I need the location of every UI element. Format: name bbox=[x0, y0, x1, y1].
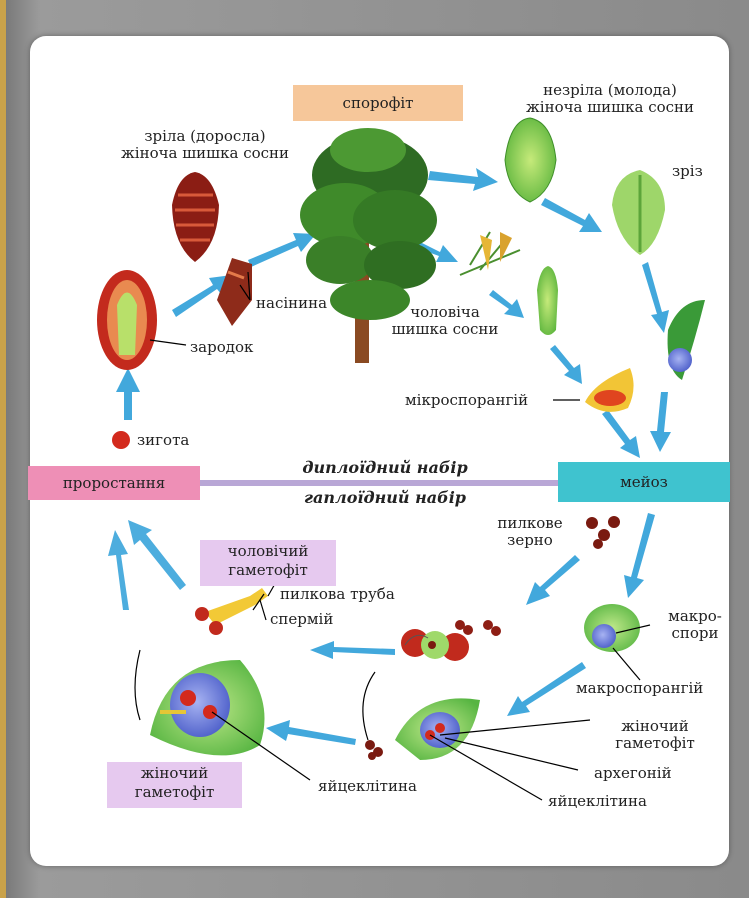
egg-label-center: яйцеклітина bbox=[318, 778, 417, 795]
egg-label-right: яйцеклітина bbox=[548, 793, 647, 810]
arrow bbox=[550, 345, 582, 384]
embryo-label: зародок bbox=[190, 339, 253, 356]
pollen-grains-small-illustration bbox=[455, 620, 501, 636]
pollen-label-2: зерно bbox=[485, 532, 575, 549]
arrow bbox=[310, 641, 395, 659]
pollen-label: пилкове зерно bbox=[485, 515, 575, 549]
immature-cone-illustration bbox=[505, 118, 556, 202]
mature-cone-label-1: зріла (доросла) bbox=[95, 128, 315, 145]
female-gametophyte-box: жіночий гаметофіт bbox=[107, 762, 242, 808]
zygote-illustration bbox=[112, 431, 130, 449]
female-gametophyte-right-illustration bbox=[395, 698, 480, 760]
male-gametophyte-label-1: чоловічий bbox=[200, 542, 336, 561]
cone-section-illustration bbox=[612, 170, 665, 255]
seed-illustration bbox=[217, 258, 252, 326]
arrow bbox=[248, 233, 316, 267]
macrospores-label-1: макро- bbox=[655, 608, 735, 625]
sporophyte-box: спорофіт bbox=[293, 85, 463, 121]
macrospores-illustration bbox=[584, 604, 640, 652]
arrow bbox=[128, 520, 186, 590]
winged-pollen-illustration bbox=[401, 629, 469, 661]
female-gametophyte-label: жіночий гаметофіт bbox=[595, 718, 715, 752]
archegonium-label: архегоній bbox=[594, 765, 672, 782]
section-label: зріз bbox=[672, 163, 703, 180]
pollen-grains-illustration bbox=[586, 516, 620, 549]
arrow bbox=[266, 720, 356, 745]
arrow bbox=[650, 392, 671, 452]
male-gametophyte-illustration bbox=[195, 588, 268, 635]
arrow bbox=[541, 198, 602, 232]
embryo-seed-illustration bbox=[97, 270, 157, 370]
male-gametophyte-box: чоловічий гаметофіт bbox=[200, 540, 336, 586]
sporophyte-label: спорофіт bbox=[343, 94, 414, 112]
macrospores-label-2: спори bbox=[655, 625, 735, 642]
zygote-label: зигота bbox=[137, 432, 189, 449]
female-gametophyte-left-illustration bbox=[150, 660, 265, 755]
sperm-label: спермій bbox=[270, 611, 333, 628]
seed-label: насінина bbox=[256, 295, 327, 312]
male-gametophyte-label-2: гаметофіт bbox=[200, 561, 336, 580]
arrow bbox=[602, 410, 640, 458]
macrospores-label: макро- спори bbox=[655, 608, 735, 642]
germination-label: проростання bbox=[63, 474, 165, 492]
haploid-label: гаплоїдний набір bbox=[250, 489, 520, 506]
arrow bbox=[507, 662, 586, 716]
arrow bbox=[526, 555, 580, 605]
female-gametophyte-label-1: жіночий bbox=[595, 718, 715, 735]
arrow bbox=[624, 513, 655, 598]
diploid-label: диплоїдний набір bbox=[250, 459, 520, 476]
arrow bbox=[116, 368, 140, 420]
immature-cone-label: незріла (молода) жіноча шишка сосни bbox=[495, 82, 725, 116]
female-gametophyte-label-2: гаметофіт bbox=[595, 735, 715, 752]
germination-box: проростання bbox=[28, 466, 200, 500]
male-cone-label-2: шишка сосни bbox=[380, 321, 510, 338]
arrow bbox=[428, 168, 498, 191]
immature-cone-label-1: незріла (молода) bbox=[495, 82, 725, 99]
mature-cone-label-2: жіноча шишка сосни bbox=[95, 145, 315, 162]
mature-cone-label: зріла (доросла) жіноча шишка сосни bbox=[95, 128, 315, 162]
male-cone-label-1: чоловіча bbox=[380, 304, 510, 321]
mature-cone-illustration bbox=[172, 172, 219, 262]
pollen-tube-label: пилкова труба bbox=[280, 586, 395, 603]
pollen-label-1: пилкове bbox=[485, 515, 575, 532]
small-male-cone-illustration bbox=[537, 266, 558, 335]
immature-cone-label-2: жіноча шишка сосни bbox=[495, 99, 725, 116]
male-cone-label: чоловіча шишка сосни bbox=[380, 304, 510, 338]
meiosis-label: мейоз bbox=[620, 473, 668, 491]
fertilized-cells-illustration bbox=[365, 740, 383, 760]
microsporangium-label: мікроспорангій bbox=[405, 392, 528, 409]
female-gametophyte-box-label-2: гаметофіт bbox=[107, 783, 242, 802]
microsporangium-illustration bbox=[585, 368, 634, 412]
macrosporangium-label: макроспорангій bbox=[576, 680, 703, 697]
male-cone-branch-illustration bbox=[460, 232, 520, 275]
ovule-illustration bbox=[668, 300, 705, 380]
female-gametophyte-box-label-1: жіночий bbox=[107, 764, 242, 783]
arrow bbox=[108, 530, 129, 610]
meiosis-box: мейоз bbox=[558, 462, 730, 502]
ploidy-line bbox=[200, 480, 558, 486]
arrow bbox=[642, 262, 669, 333]
